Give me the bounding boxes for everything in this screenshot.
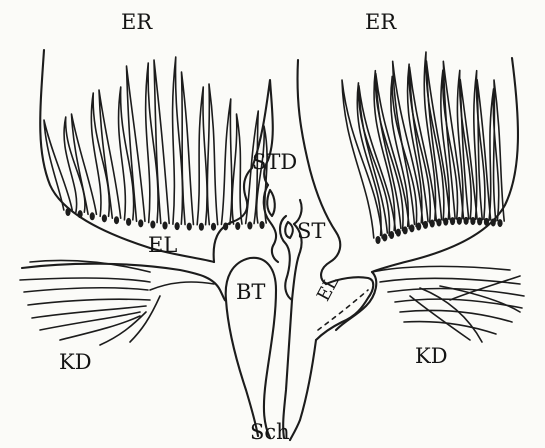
right-tubule-17 [477, 80, 491, 220]
left-tubule-5 [99, 90, 121, 218]
bt-tube-inner [226, 300, 258, 436]
right-tubule-end-3 [389, 231, 394, 239]
left-tubule-end-17 [259, 221, 264, 229]
left-tubule-7 [127, 66, 145, 221]
left-tubule-end-12 [199, 223, 204, 231]
central-cavity [264, 160, 301, 300]
left-tubule-13 [207, 84, 217, 225]
left-tubule-end-10 [175, 222, 180, 230]
left-tubule-14 [221, 99, 231, 224]
right-tubule-end-8 [423, 221, 428, 229]
right-tubule-end-6 [409, 224, 414, 232]
right-tubule-end-5 [403, 226, 408, 234]
label-st: ST [297, 221, 325, 242]
left-kd-branches [20, 260, 214, 345]
right-tubule-end-15 [470, 217, 475, 225]
right-tubule-end-2 [382, 233, 387, 241]
label-bt: BT [236, 282, 265, 303]
right-tubule-end-19 [497, 219, 502, 227]
left-tubule-11 [182, 72, 194, 225]
right-tubule-end-13 [457, 217, 462, 225]
label-sch: Sch [250, 422, 290, 443]
left-tubule-end-8 [150, 221, 155, 229]
right-tubule-end-4 [396, 229, 401, 237]
left-tubule-12 [197, 87, 207, 225]
label-el-left: EL [148, 235, 177, 256]
left-tubule-end-9 [162, 222, 167, 230]
right-tubule-end-1 [375, 236, 380, 244]
left-tubule-15 [232, 114, 242, 224]
right-tubule-fan [342, 52, 504, 244]
label-kd-right: KD [415, 346, 448, 367]
left-tubule-end-15 [235, 222, 240, 230]
central-right-tube [283, 300, 292, 438]
left-tubule-end-3 [90, 212, 95, 220]
st-core [285, 222, 293, 238]
central-right-wall [298, 60, 341, 284]
label-er-right: ER [365, 12, 396, 33]
label-er-left: ER [121, 12, 152, 33]
left-tubule-end-7 [138, 219, 143, 227]
std-core [267, 190, 275, 216]
left-tubule-end-4 [102, 214, 107, 222]
left-tubule-end-13 [211, 223, 216, 231]
left-tubule-end-16 [247, 222, 252, 230]
right-tubule-end-7 [416, 222, 421, 230]
label-kd-left: KD [59, 352, 92, 373]
left-tubule-fan [44, 57, 267, 231]
right-kd-branches [372, 266, 524, 342]
central-right-tube-outer [290, 340, 316, 440]
left-tubule-end-11 [187, 223, 192, 231]
left-tubule-end-5 [114, 216, 119, 224]
left-tubule-9 [154, 60, 169, 224]
right-tubule-end-9 [430, 220, 435, 228]
label-std: STD [252, 152, 297, 173]
left-tubule-end-6 [126, 218, 131, 226]
left-tubule-2 [64, 117, 85, 212]
